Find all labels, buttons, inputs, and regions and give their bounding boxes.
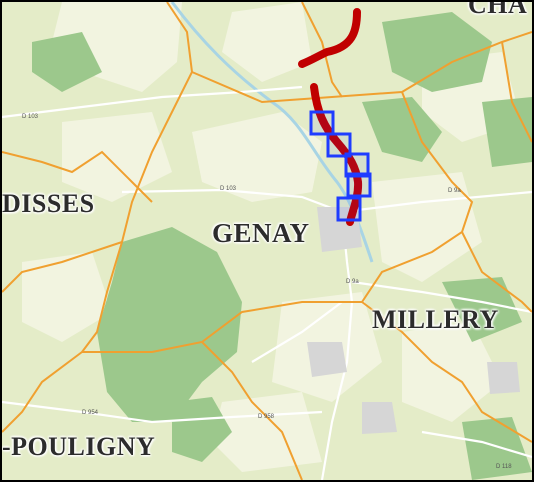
commune-label-disses: DISSES bbox=[2, 189, 95, 218]
road-label: D 118 bbox=[496, 464, 512, 470]
selection-box bbox=[344, 152, 370, 178]
road-label: D 103 bbox=[22, 114, 39, 120]
road-label: D 103 bbox=[220, 186, 237, 192]
road-label: D 9a bbox=[448, 188, 461, 194]
field-areas bbox=[22, 2, 522, 472]
commune-label-cha: CHA bbox=[468, 0, 528, 19]
forest-areas bbox=[32, 12, 532, 480]
route-selection-boxes bbox=[309, 110, 372, 222]
selection-box bbox=[326, 132, 352, 158]
route-line-south bbox=[310, 83, 363, 226]
commune-label-genay: GENAY bbox=[212, 218, 310, 248]
selection-box bbox=[346, 172, 372, 198]
road-label: D 954 bbox=[82, 410, 99, 416]
route-line bbox=[298, 8, 361, 68]
selection-box bbox=[309, 110, 335, 136]
selection-box bbox=[336, 196, 362, 222]
road-label: D 958 bbox=[258, 414, 275, 420]
commune-label-millery: MILLERY bbox=[372, 305, 499, 334]
road-network bbox=[2, 85, 532, 480]
road-label: D 9a bbox=[346, 279, 359, 285]
commune-label-pouligny: -POULIGNY bbox=[2, 432, 156, 461]
